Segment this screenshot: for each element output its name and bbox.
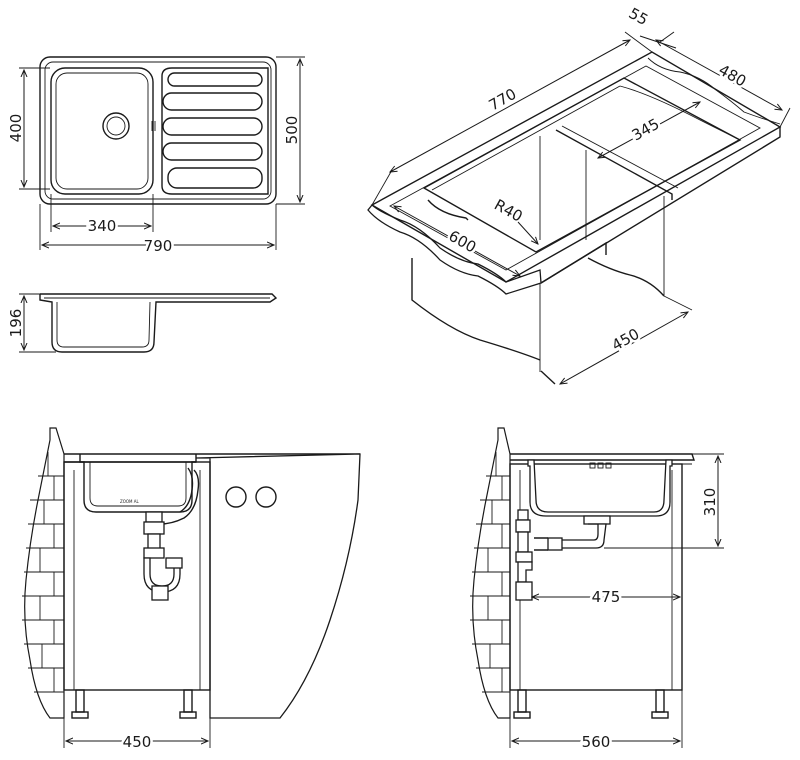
- side-installation-view: 310 475 560: [470, 427, 724, 754]
- dim-sink-depth-top: 500: [283, 116, 301, 145]
- sink-outline-top: [39, 56, 277, 205]
- dim-iso-depth: 480: [716, 61, 750, 91]
- dim-side-depth: 560: [582, 733, 611, 751]
- side-drain-pipe: [515, 509, 611, 601]
- dim-iso-cabinet: 450: [609, 325, 643, 355]
- dim-overall-width: 790: [144, 237, 173, 255]
- cabinet-front: [63, 461, 211, 691]
- dim-iso-rim: 55: [626, 4, 651, 29]
- front-installation-view: ZOOM AL 450: [22, 427, 361, 754]
- side-profile-view: 196: [7, 293, 278, 353]
- cabinet-knob-right: [255, 486, 277, 508]
- bowl-outline: [50, 67, 154, 195]
- dim-iso-radius: R40: [491, 196, 526, 226]
- top-view: 400 500 340 790: [7, 56, 305, 258]
- cabinet-side: [509, 463, 683, 691]
- dim-iso-bowl: 345: [629, 115, 663, 145]
- drain-trap: [143, 511, 183, 601]
- dim-front-cabinet-width: 450: [123, 733, 152, 751]
- dim-side-drain-offset: 475: [592, 588, 621, 606]
- isometric-view: 770 55 480 345 R40 600 450: [367, 4, 791, 384]
- drainer-ribs: [161, 67, 269, 195]
- drain-hole: [102, 112, 130, 140]
- dim-side-height: 310: [701, 488, 719, 517]
- overflow-marks: [589, 462, 612, 469]
- dim-bowl-width: 340: [88, 217, 117, 235]
- cabinet-knob-left: [225, 486, 247, 508]
- dim-sink-height-top: 400: [7, 114, 25, 143]
- dim-bowl-depth: 196: [7, 309, 25, 338]
- sink-model-marking: ZOOM AL: [120, 499, 139, 504]
- overflow-slots: [151, 121, 156, 131]
